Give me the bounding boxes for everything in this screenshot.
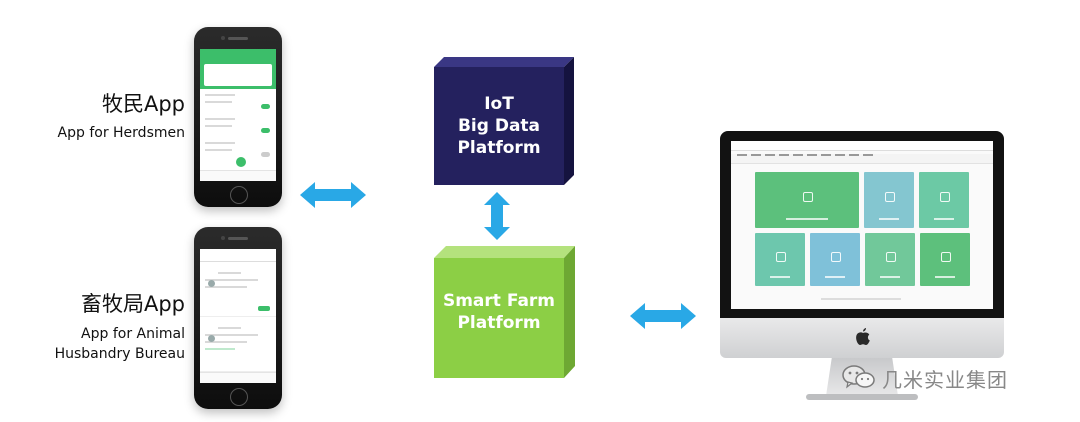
monitor-stand-base xyxy=(806,394,918,400)
smart-farm-platform-box: Smart Farm Platform xyxy=(434,246,576,382)
list-item xyxy=(200,327,276,372)
web-nav-bar xyxy=(731,154,993,164)
app-summary-card xyxy=(200,61,276,89)
double-arrow-icon xyxy=(300,182,366,208)
double-arrow-farm-web xyxy=(630,301,696,331)
dashboard-tile-main[interactable] xyxy=(755,172,859,228)
phone-speaker xyxy=(228,237,248,240)
action-button[interactable] xyxy=(258,306,270,311)
iot-platform-box: IoT Big Data Platform xyxy=(434,57,576,191)
home-button xyxy=(230,388,248,406)
app-tab-bar xyxy=(200,372,276,383)
web-footer xyxy=(821,298,901,300)
iot-box-label-line1: IoT xyxy=(484,94,514,114)
monitor-screen xyxy=(731,141,993,309)
bureau-phone xyxy=(194,227,282,409)
bureau-app-title-en-line1: App for Animal xyxy=(81,326,185,342)
iot-box-top-face xyxy=(434,57,574,67)
double-arrow-icon xyxy=(484,192,510,240)
double-arrow-iot-farm xyxy=(484,192,510,240)
farm-box-top-face xyxy=(434,246,575,258)
watermark-text: 几米实业集团 xyxy=(882,368,1008,392)
phone-camera-icon xyxy=(221,236,225,240)
app-tab-bar xyxy=(200,170,276,181)
toggle-switch[interactable] xyxy=(261,128,270,133)
dashboard-tile[interactable] xyxy=(919,172,969,228)
iot-box-front-face xyxy=(434,67,564,185)
farm-box-label-line1: Smart Farm xyxy=(442,291,556,311)
wechat-icon xyxy=(842,364,876,394)
dashboard-tile[interactable] xyxy=(810,233,860,286)
home-button xyxy=(230,186,248,204)
iot-box-label-line3: Platform xyxy=(457,138,541,158)
add-button[interactable] xyxy=(236,157,246,167)
phone-camera-icon xyxy=(221,36,225,40)
herdsmen-app-title-zh: 牧民App xyxy=(101,92,185,116)
list-item xyxy=(200,272,276,317)
dashboard-tile[interactable] xyxy=(755,233,805,286)
dashboard-tile[interactable] xyxy=(865,233,915,286)
iot-box-side-face xyxy=(564,57,574,185)
web-top-bar xyxy=(731,141,993,151)
apple-logo-icon xyxy=(855,327,871,350)
toggle-switch[interactable] xyxy=(261,104,270,109)
app-header-bar xyxy=(200,49,276,61)
bureau-phone-screen xyxy=(200,249,276,383)
toggle-switch[interactable] xyxy=(261,152,270,157)
herdsmen-app-title-en: App for Herdsmen xyxy=(57,125,185,141)
dashboard-tile[interactable] xyxy=(864,172,914,228)
avatar xyxy=(208,280,215,287)
farm-box-side-face xyxy=(564,246,575,378)
farm-box-label-line2: Platform xyxy=(457,313,541,333)
bureau-app-title-zh: 畜牧局App xyxy=(80,292,185,316)
iot-box-label-line2: Big Data xyxy=(457,116,541,136)
herdsmen-phone-screen xyxy=(200,49,276,181)
app-header-bar xyxy=(200,249,276,262)
farm-box-front-face xyxy=(434,258,564,378)
bureau-app-title-en-line2: Husbandry Bureau xyxy=(54,346,185,362)
phone-speaker xyxy=(228,37,248,40)
herdsmen-phone xyxy=(194,27,282,207)
double-arrow-icon xyxy=(630,303,696,329)
avatar xyxy=(208,335,215,342)
dashboard-tile[interactable] xyxy=(920,233,970,286)
double-arrow-apps-farm xyxy=(300,180,366,210)
